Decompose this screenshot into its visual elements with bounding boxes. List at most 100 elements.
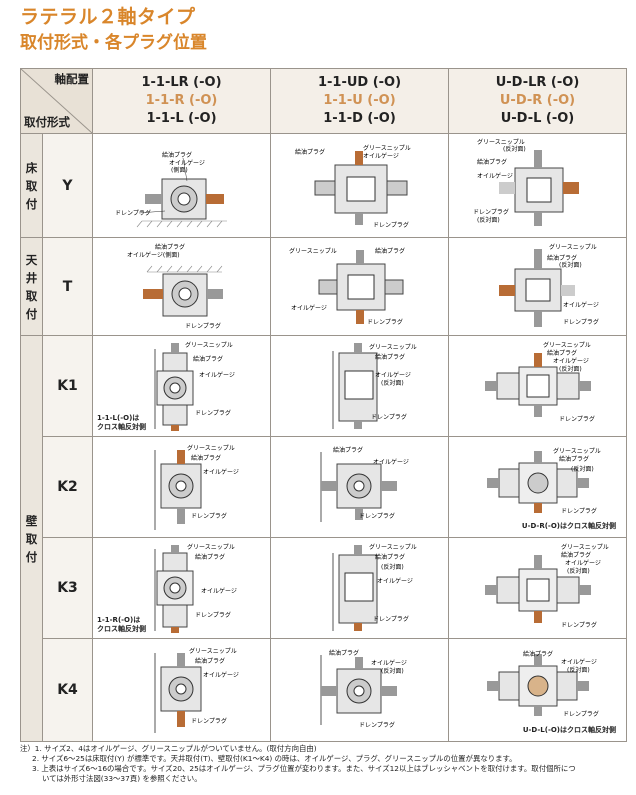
svg-text:給油プラグ: 給油プラグ bbox=[295, 148, 325, 156]
svg-text:オイルゲージ: オイルゲージ bbox=[363, 152, 399, 160]
group-wall: 壁取付 bbox=[20, 335, 43, 742]
page-subtitle: 取付形式・各プラグ位置 bbox=[20, 33, 207, 53]
svg-text:ドレンプラグ: ドレンプラグ bbox=[371, 413, 407, 421]
mounting-table: 軸配置 取付形式 1-1-LR (-O) 1-1-R (-O) 1-1-L (-… bbox=[20, 68, 627, 742]
diagram-t-11lr: 給油プラグオイルゲージ(側面) ドレンプラグ bbox=[92, 237, 271, 336]
svg-text:(反対面): (反対面) bbox=[381, 667, 404, 675]
svg-text:ドレンプラグ: ドレンプラグ bbox=[559, 415, 595, 423]
svg-text:給油プラグ: 給油プラグ bbox=[333, 446, 363, 454]
svg-text:ドレンプラグ: ドレンプラグ bbox=[195, 409, 231, 417]
diagram-t-11ud: グリースニップル 給油プラグ オイルゲージドレンプラグ bbox=[270, 237, 449, 336]
svg-text:グリースニップル: グリースニップル bbox=[477, 138, 525, 146]
svg-text:グリースニップル: グリースニップル bbox=[363, 144, 411, 152]
svg-text:給油プラグ: 給油プラグ bbox=[195, 553, 225, 561]
svg-text:グリースニップル: グリースニップル bbox=[289, 247, 337, 255]
diagram-k1-11ud: グリースニップル給油プラグ オイルゲージ(反対面) ドレンプラグ bbox=[270, 335, 449, 437]
svg-text:ドレンプラグ: ドレンプラグ bbox=[561, 621, 597, 629]
svg-text:給油プラグ: 給油プラグ bbox=[375, 247, 405, 255]
svg-text:オイルゲージ: オイルゲージ bbox=[375, 371, 411, 379]
diagram-y-11lr: 給油プラグオイルゲージ(側面) ドレンプラグ bbox=[92, 133, 271, 238]
svg-text:給油プラグ: 給油プラグ bbox=[561, 551, 591, 559]
diagram-k2-11lr: グリースニップル給油プラグ オイルゲージドレンプラグ bbox=[92, 436, 271, 538]
page-title: ラテラル２軸タイプ bbox=[20, 6, 196, 28]
svg-text:オイルゲージ: オイルゲージ bbox=[201, 587, 237, 595]
footnote-2: 2. サイズ6〜25は床取付(Y) が標準です。天井取付(T)、壁取付(K1〜K… bbox=[32, 754, 517, 763]
svg-text:ドレンプラグ: ドレンプラグ bbox=[367, 318, 403, 326]
svg-text:給油プラグ: 給油プラグ bbox=[155, 243, 185, 251]
svg-text:給油プラグ: 給油プラグ bbox=[191, 454, 221, 462]
svg-text:ドレンプラグ: ドレンプラグ bbox=[185, 322, 221, 330]
row-label-k1: K1 bbox=[42, 335, 93, 437]
row-label-t: T bbox=[42, 237, 93, 336]
note-k4-right: U-D-L(-O)はクロス軸反対側 bbox=[522, 726, 616, 734]
svg-text:給油プラグ: 給油プラグ bbox=[375, 353, 405, 361]
svg-text:ドレンプラグ: ドレンプラグ bbox=[563, 710, 599, 718]
svg-text:給油プラグ: 給油プラグ bbox=[477, 158, 507, 166]
svg-text:オイルゲージ: オイルゲージ bbox=[563, 301, 599, 309]
row-label-k4: K4 bbox=[42, 638, 93, 742]
row-label-y: Y bbox=[42, 133, 93, 238]
svg-text:オイルゲージ: オイルゲージ bbox=[553, 357, 589, 365]
svg-text:(反対面): (反対面) bbox=[381, 563, 404, 571]
svg-text:オイルゲージ: オイルゲージ bbox=[371, 659, 407, 667]
svg-text:グリースニップル: グリースニップル bbox=[553, 447, 601, 455]
svg-text:(反対面): (反対面) bbox=[477, 216, 500, 224]
svg-text:オイルゲージ: オイルゲージ bbox=[477, 172, 513, 180]
column-header-11lr: 1-1-LR (-O) 1-1-R (-O) 1-1-L (-O) bbox=[92, 68, 271, 134]
svg-text:(反対面): (反対面) bbox=[559, 365, 582, 373]
footnote-3-cont: いては外形寸法図(33〜37頁) を参照ください。 bbox=[42, 774, 202, 783]
svg-text:給油プラグ: 給油プラグ bbox=[523, 650, 553, 658]
svg-text:オイルゲージ: オイルゲージ bbox=[373, 458, 409, 466]
svg-text:グリースニップル: グリースニップル bbox=[185, 341, 233, 349]
svg-text:(側面): (側面) bbox=[171, 166, 188, 174]
group-ceiling: 天井取付 bbox=[20, 237, 43, 336]
svg-text:(反対面): (反対面) bbox=[567, 666, 590, 674]
footnote-3: 3. 上表はサイズ6〜16の場合です。サイズ20、25はオイルゲージ、プラグ位置… bbox=[32, 764, 576, 773]
group-floor: 床取付 bbox=[20, 133, 43, 238]
svg-text:ドレンプラグ: ドレンプラグ bbox=[359, 512, 395, 520]
svg-text:ドレンプラグ: ドレンプラグ bbox=[191, 717, 227, 725]
svg-text:ドレンプラグ: ドレンプラグ bbox=[359, 721, 395, 729]
column-header-udlr: U-D-LR (-O) U-D-R (-O) U-D-L (-O) bbox=[448, 68, 627, 134]
svg-text:オイルゲージ(側面): オイルゲージ(側面) bbox=[127, 251, 180, 259]
footnote-1: 注）1. サイズ2、4はオイルゲージ、グリースニップルがついていません。(取付方… bbox=[20, 744, 317, 753]
note-k2-right: U-D-R(-O)はクロス軸反対側 bbox=[521, 522, 616, 530]
diagram-k3-11ud: グリースニップル給油プラグ (反対面)オイルゲージ ドレンプラグ bbox=[270, 537, 449, 639]
svg-text:ドレンプラグ: ドレンプラグ bbox=[563, 318, 599, 326]
svg-text:グリースニップル: グリースニップル bbox=[561, 543, 609, 551]
svg-text:ドレンプラグ: ドレンプラグ bbox=[115, 209, 151, 217]
diagram-y-udlr: グリースニップル(反対面) 給油プラグオイルゲージ ドレンプラグ(反対面) bbox=[448, 133, 627, 238]
svg-text:(反対面): (反対面) bbox=[567, 567, 590, 575]
svg-text:オイルゲージ: オイルゲージ bbox=[377, 577, 413, 585]
footnotes: 注）1. サイズ2、4はオイルゲージ、グリースニップルがついていません。(取付方… bbox=[20, 744, 630, 784]
svg-text:給油プラグ: 給油プラグ bbox=[195, 657, 225, 665]
svg-text:オイルゲージ: オイルゲージ bbox=[291, 304, 327, 312]
svg-text:給油プラグ: 給油プラグ bbox=[162, 151, 192, 159]
svg-text:給油プラグ: 給油プラグ bbox=[329, 649, 359, 657]
row-label-k2: K2 bbox=[42, 436, 93, 538]
svg-text:オイルゲージ: オイルゲージ bbox=[565, 559, 601, 567]
svg-text:給油プラグ: 給油プラグ bbox=[547, 254, 577, 262]
svg-text:オイルゲージ: オイルゲージ bbox=[169, 159, 205, 167]
svg-text:ドレンプラグ: ドレンプラグ bbox=[373, 221, 409, 229]
diagram-k3-11lr: グリースニップル給油プラグ オイルゲージドレンプラグ 1-1-R(-O)はクロス… bbox=[92, 537, 271, 639]
table-corner: 軸配置 取付形式 bbox=[20, 68, 93, 134]
diagram-k1-udlr: グリースニップル給油プラグ オイルゲージ(反対面) ドレンプラグ bbox=[448, 335, 627, 437]
note-k3-left: 1-1-R(-O)はクロス軸反対側 bbox=[97, 616, 146, 633]
svg-text:(反対面): (反対面) bbox=[503, 145, 526, 153]
corner-diagonal bbox=[21, 69, 92, 133]
svg-text:オイルゲージ: オイルゲージ bbox=[203, 671, 239, 679]
diagram-k3-udlr: グリースニップル給油プラグ オイルゲージ(反対面) ドレンプラグ bbox=[448, 537, 627, 639]
svg-text:グリースニップル: グリースニップル bbox=[369, 343, 417, 351]
svg-text:ドレンプラグ: ドレンプラグ bbox=[195, 611, 231, 619]
row-label-k3: K3 bbox=[42, 537, 93, 639]
corner-label-axis: 軸配置 bbox=[54, 72, 90, 86]
svg-text:オイルゲージ: オイルゲージ bbox=[199, 371, 235, 379]
diagram-k4-udlr: 給油プラグオイルゲージ (反対面)ドレンプラグ U-D-L(-O)はクロス軸反対… bbox=[448, 638, 627, 742]
svg-text:グリースニップル: グリースニップル bbox=[187, 444, 235, 452]
diagram-t-udlr: グリースニップル給油プラグ(反対面) オイルゲージドレンプラグ bbox=[448, 237, 627, 336]
svg-text:給油プラグ: 給油プラグ bbox=[559, 455, 589, 463]
svg-text:グリースニップル: グリースニップル bbox=[369, 543, 417, 551]
svg-text:ドレンプラグ: ドレンプラグ bbox=[473, 208, 509, 216]
corner-label-mount: 取付形式 bbox=[24, 115, 70, 129]
